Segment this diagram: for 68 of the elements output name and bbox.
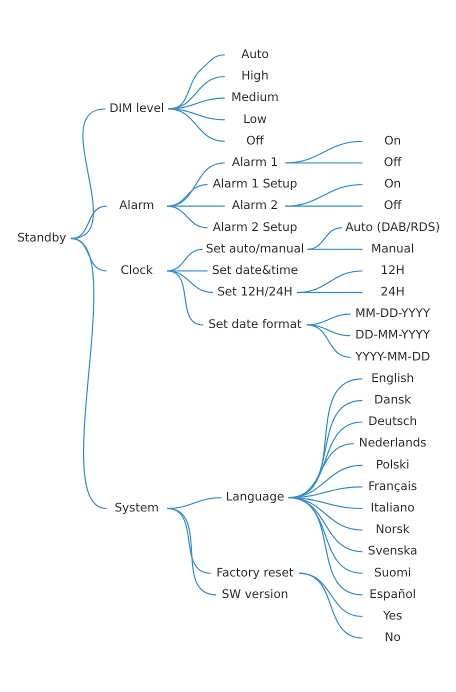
node-text: Standby [17,230,66,244]
node-text: Alarm [119,198,154,212]
connector [70,205,107,239]
node-text: Italiano [370,500,415,514]
node-text: Off [384,154,402,168]
node-text: Español [369,586,416,600]
connector [166,248,203,271]
node-text: Off [246,132,264,147]
node-text: Manual [371,240,414,255]
node-text: Dansk [374,392,412,406]
node-text: 12H [380,262,405,276]
connector [306,324,351,358]
node-text: Alarm 2 [232,198,278,212]
connector [285,140,362,164]
node-text: DD-MM-YYYY [355,327,430,342]
node-text: Set auto/manual [206,240,304,255]
node-text: Set 12H/24H [217,284,293,298]
node-text: Norsk [376,522,410,536]
node-text: Français [368,478,418,492]
node-text: English [371,370,414,384]
connector [285,162,362,164]
node-text: System [114,500,159,514]
node-text: YYYY-MM-DD [355,348,430,363]
node-text: Auto [241,46,269,60]
connector [166,507,216,595]
connector [166,270,204,325]
node-text: Deutsch [368,414,418,428]
node-text: Yes [383,608,402,622]
connector [285,205,362,206]
node-text: Nederlands [358,435,426,450]
connector [168,108,225,142]
node-text: Off [384,198,402,212]
node-text: 24H [380,284,405,298]
node-text: Factory reset [216,564,294,579]
node-text: On [384,132,402,147]
node-text: Polski [376,456,410,471]
node-text: Svenska [368,543,418,558]
node-text: High [241,68,269,82]
node-text: Auto (DAB/RDS) [345,219,440,234]
node-text: Suomi [374,564,412,579]
node-text: Language [226,489,284,504]
node-text: Alarm 2 Setup [212,219,298,234]
connector [168,75,225,110]
node-text: Set date format [208,316,302,330]
node-text: Alarm 1 [232,154,278,168]
connector [168,54,225,110]
connector [166,205,208,228]
node-text: SW version [222,586,288,600]
node-text: Alarm 1 Setup [212,176,298,190]
node-text: DIM level [109,100,164,114]
connector [297,291,362,293]
connector [70,108,106,239]
connector [307,248,362,250]
node-text: On [384,176,402,190]
connector [306,313,351,325]
connector [297,270,362,293]
connector [70,237,107,509]
connector [299,572,362,617]
node-text: Set date&time [212,262,298,276]
connector [70,237,107,271]
node-text: Low [243,111,267,126]
connector [285,183,362,206]
node-text: MM-DD-YYYY [355,306,430,320]
node-text: Medium [231,90,279,104]
connector [288,496,363,595]
node-text: Clock [120,262,153,276]
node-text: No [384,630,401,644]
connector [299,572,363,638]
